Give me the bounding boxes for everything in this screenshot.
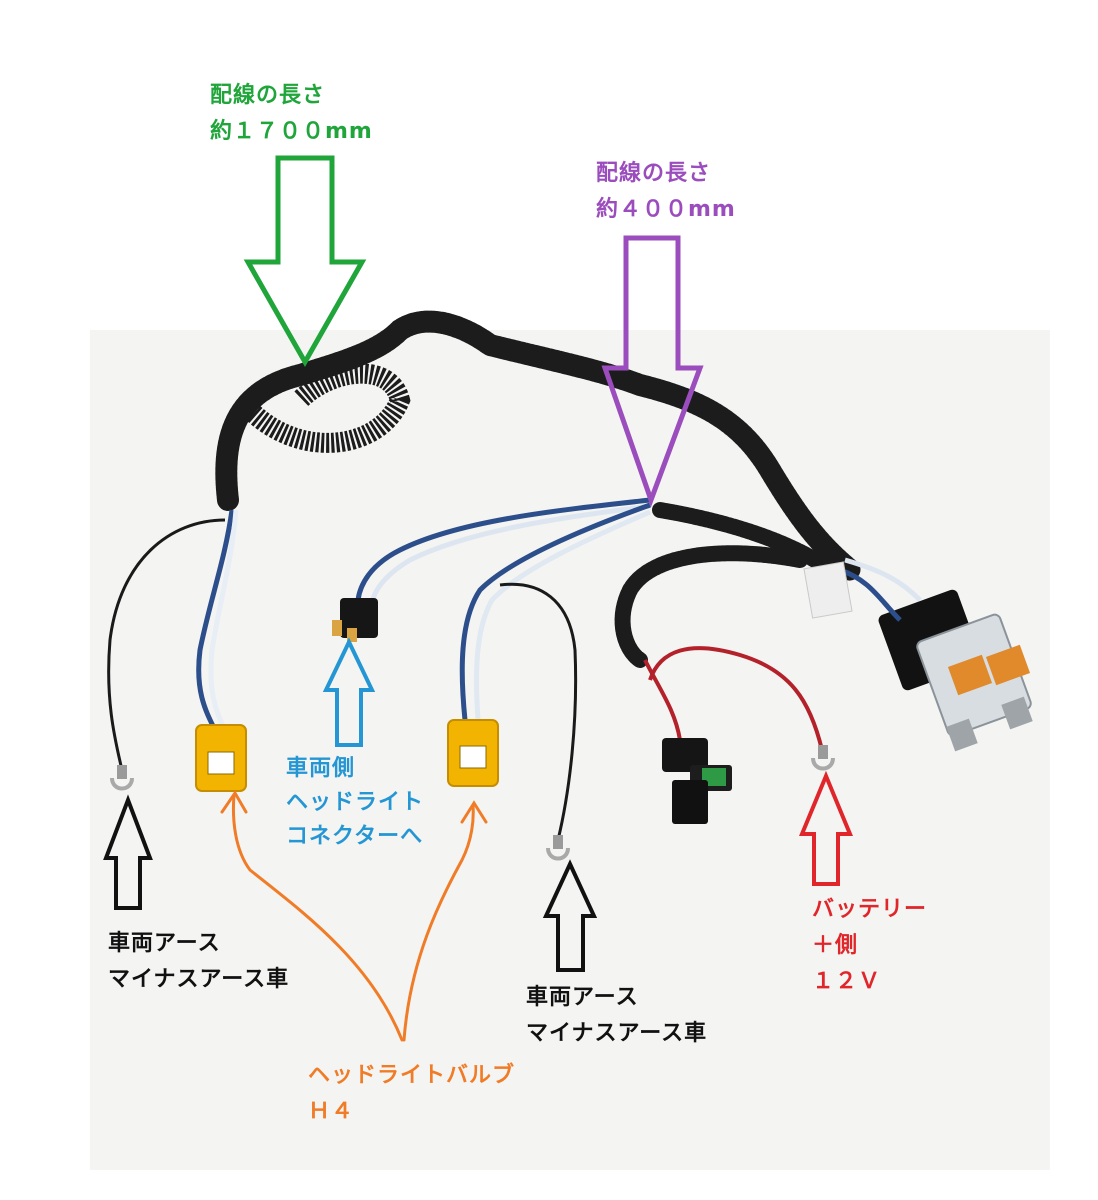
corrugated-loom-branch [652, 502, 838, 578]
wire-right-bulb-blue [459, 502, 651, 721]
h4-socket-right [447, 719, 499, 787]
relay-wire-white [844, 557, 922, 602]
right-ground-label: 車両アース マイナスアース車 [526, 980, 707, 1052]
photo-background [90, 330, 1050, 1170]
left-ground-line1: 車両アース [108, 931, 221, 956]
blue-up-arrow [322, 637, 376, 747]
black-up-arrow-left [103, 794, 153, 910]
headlight-bulb-line2: Ｈ４ [308, 1099, 355, 1124]
long-wire-length-label: 配線の長さ 約１７００mm [210, 78, 373, 150]
ground-terminal-right [546, 835, 570, 861]
wire-left-bulb-blue [196, 509, 235, 732]
red-up-arrow [799, 770, 853, 886]
relay-wire-blue [839, 567, 902, 622]
black-up-arrow-right [542, 859, 598, 972]
h4-vehicle-connector [332, 598, 378, 642]
left-ground-line2: マイナスアース車 [108, 967, 290, 992]
wire-connector-blue [355, 497, 651, 601]
left-ground-label: 車両アース マイナスアース車 [108, 926, 289, 998]
right-ground-line2: マイナスアース車 [526, 1021, 708, 1046]
long-wire-label-line1: 配線の長さ [210, 83, 326, 108]
corrugated-loom-fuse [614, 545, 808, 668]
vehicle-connector-line2: ヘッドライト [286, 790, 425, 815]
vehicle-connector-line1: 車両側 [286, 756, 356, 781]
battery-terminal [811, 745, 835, 771]
wiring-harness [107, 310, 1033, 861]
battery-line3: １２Ｖ [812, 969, 882, 994]
vehicle-connector-line3: コネクターへ [286, 824, 424, 849]
ground-terminal-left [110, 765, 134, 791]
short-wire-label-line2: 約４００mm [596, 197, 736, 222]
green-down-arrow [243, 155, 367, 368]
wire-left-ground [107, 518, 226, 771]
purple-down-arrow [601, 235, 704, 508]
right-ground-line1: 車両アース [526, 985, 639, 1010]
battery-line1: バッテリー [812, 897, 928, 922]
corrugated-loom-long [215, 310, 861, 581]
headlight-bulb-line1: ヘッドライトバルブ [308, 1063, 516, 1088]
battery-line2: ＋側 [812, 933, 859, 958]
wire-right-bulb-white [474, 509, 651, 721]
wire-fuse-red [643, 659, 682, 741]
fuse-holder [662, 738, 732, 824]
h4-socket-left [195, 724, 247, 792]
wire-left-bulb-white [208, 509, 239, 732]
harness-tag [803, 561, 853, 619]
wire-right-ground [499, 582, 578, 841]
short-wire-label-line1: 配線の長さ [596, 161, 712, 186]
short-wire-length-label: 配線の長さ 約４００mm [596, 156, 736, 228]
loom-coil [242, 363, 411, 453]
wire-connector-white [369, 503, 651, 603]
relay-pair [878, 589, 1033, 752]
vehicle-connector-label: 車両側 ヘッドライト コネクターへ [286, 752, 424, 854]
headlight-bulb-label: ヘッドライトバルブ Ｈ４ [308, 1058, 515, 1130]
long-wire-label-line2: 約１７００mm [210, 119, 373, 144]
wire-battery-red [648, 646, 824, 751]
battery-label: バッテリー ＋側 １２Ｖ [812, 892, 927, 1000]
orange-pointer-lines [220, 790, 488, 1042]
